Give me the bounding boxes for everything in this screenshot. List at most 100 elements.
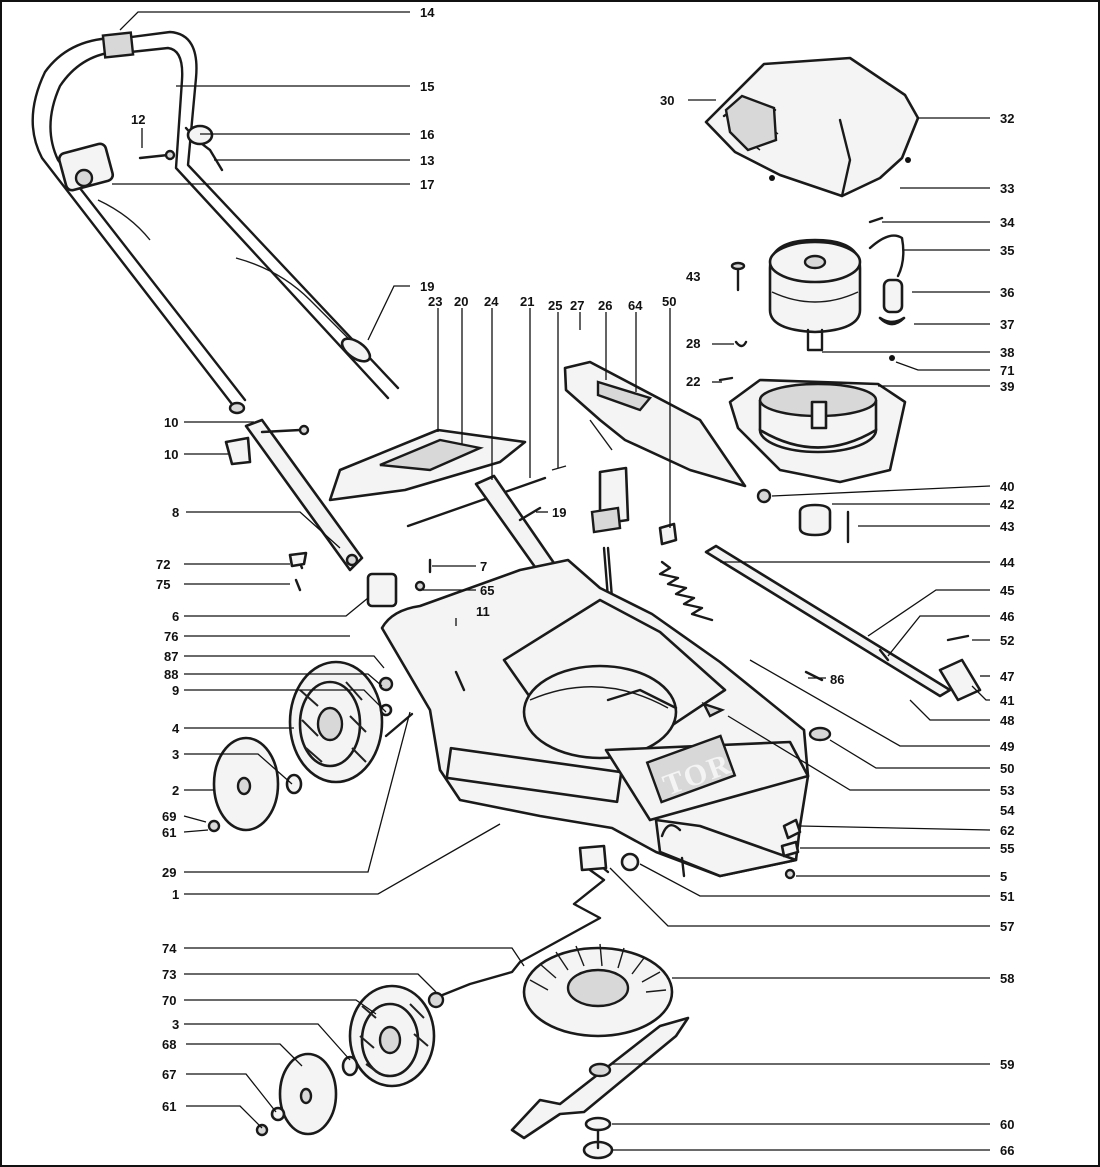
callout-48: 48 <box>1000 713 1014 728</box>
callout-12: 12 <box>131 112 145 127</box>
callout-4: 4 <box>172 721 180 736</box>
spring <box>658 560 714 622</box>
callout-3-lower: 3 <box>172 1017 179 1032</box>
callout-19-upper: 19 <box>420 279 434 294</box>
callout-41: 41 <box>1000 693 1014 708</box>
callout-35: 35 <box>1000 243 1014 258</box>
motor-hood <box>704 56 920 198</box>
callout-10-upper: 10 <box>164 415 178 430</box>
callout-60: 60 <box>1000 1117 1014 1132</box>
handle-assembly <box>31 30 400 415</box>
callout-88: 88 <box>164 667 178 682</box>
callout-52: 52 <box>1000 633 1014 648</box>
callout-14: 14 <box>420 5 435 20</box>
callout-23: 23 <box>428 294 442 309</box>
callout-66: 66 <box>1000 1143 1014 1158</box>
callout-39: 39 <box>1000 379 1014 394</box>
callout-70: 70 <box>162 993 176 1008</box>
callout-87: 87 <box>164 649 178 664</box>
handle-bracket <box>224 418 364 592</box>
callout-71: 71 <box>1000 363 1014 378</box>
callout-42: 42 <box>1000 497 1014 512</box>
callout-61-upper: 61 <box>162 825 176 840</box>
callout-61-lower: 61 <box>162 1099 176 1114</box>
callout-29: 29 <box>162 865 176 880</box>
callout-47: 47 <box>1000 669 1014 684</box>
callout-9: 9 <box>172 683 179 698</box>
callout-15: 15 <box>420 79 434 94</box>
callout-76: 76 <box>164 629 178 644</box>
callout-68: 68 <box>162 1037 176 1052</box>
callout-32: 32 <box>1000 111 1014 126</box>
callout-55: 55 <box>1000 841 1014 856</box>
callout-50-lower: 50 <box>1000 761 1014 776</box>
callout-13: 13 <box>420 153 434 168</box>
callout-72: 72 <box>156 557 170 572</box>
small-hardware-lower <box>780 818 802 880</box>
callout-43-lower: 43 <box>1000 519 1014 534</box>
callout-7: 7 <box>480 559 487 574</box>
callout-58: 58 <box>1000 971 1014 986</box>
rear-shield <box>563 360 747 488</box>
callout-19-lower: 19 <box>552 505 566 520</box>
callout-45: 45 <box>1000 583 1014 598</box>
callout-11: 11 <box>476 604 490 619</box>
callout-57: 57 <box>1000 919 1014 934</box>
callout-50-upper: 50 <box>662 294 676 309</box>
callout-67: 67 <box>162 1067 176 1082</box>
callout-73: 73 <box>162 967 176 982</box>
leader-lines <box>112 11 991 1151</box>
callout-5: 5 <box>1000 869 1007 884</box>
callout-24: 24 <box>484 294 499 309</box>
callout-34: 34 <box>1000 215 1015 230</box>
callout-74: 74 <box>162 941 177 956</box>
callout-25: 25 <box>548 298 562 313</box>
callout-30: 30 <box>660 93 674 108</box>
callout-20: 20 <box>454 294 468 309</box>
callout-38: 38 <box>1000 345 1014 360</box>
callout-21: 21 <box>520 294 534 309</box>
callout-46: 46 <box>1000 609 1014 624</box>
callout-8: 8 <box>172 505 179 520</box>
callout-59: 59 <box>1000 1057 1014 1072</box>
motor <box>768 216 905 352</box>
callout-62: 62 <box>1000 823 1014 838</box>
callout-86: 86 <box>830 672 844 687</box>
rear-axle-bar <box>704 544 982 702</box>
front-wheel-assembly <box>255 860 610 1137</box>
callout-53: 53 <box>1000 783 1014 798</box>
mid-hardware <box>590 466 850 600</box>
callout-22: 22 <box>686 374 700 389</box>
callout-69: 69 <box>162 809 176 824</box>
callout-33: 33 <box>1000 181 1014 196</box>
callout-16: 16 <box>420 127 434 142</box>
callout-43-upper: 43 <box>686 269 700 284</box>
motor-mount <box>728 378 907 484</box>
blade-adapter-fan <box>522 844 674 1038</box>
callout-10-lower: 10 <box>164 447 178 462</box>
callout-40: 40 <box>1000 479 1014 494</box>
small-hardware-right <box>718 261 906 382</box>
callout-65: 65 <box>480 583 494 598</box>
callout-51: 51 <box>1000 889 1014 904</box>
callout-54: 54 <box>1000 803 1015 818</box>
left-rear-wheel <box>207 660 414 833</box>
callout-49: 49 <box>1000 739 1014 754</box>
callout-28: 28 <box>686 336 700 351</box>
callout-3-upper: 3 <box>172 747 179 762</box>
callout-26: 26 <box>598 298 612 313</box>
callout-17: 17 <box>420 177 434 192</box>
callout-27: 27 <box>570 298 584 313</box>
callout-6: 6 <box>172 609 179 624</box>
callout-36: 36 <box>1000 285 1014 300</box>
mower-deck: TORO <box>366 558 832 878</box>
callout-44: 44 <box>1000 555 1015 570</box>
callout-1: 1 <box>172 887 179 902</box>
blade <box>510 1016 690 1160</box>
callout-2: 2 <box>172 783 179 798</box>
callout-37: 37 <box>1000 317 1014 332</box>
callout-labels: 14 15 16 13 17 12 19 30 32 33 34 35 43 3… <box>131 5 1015 1158</box>
callout-64: 64 <box>628 298 643 313</box>
